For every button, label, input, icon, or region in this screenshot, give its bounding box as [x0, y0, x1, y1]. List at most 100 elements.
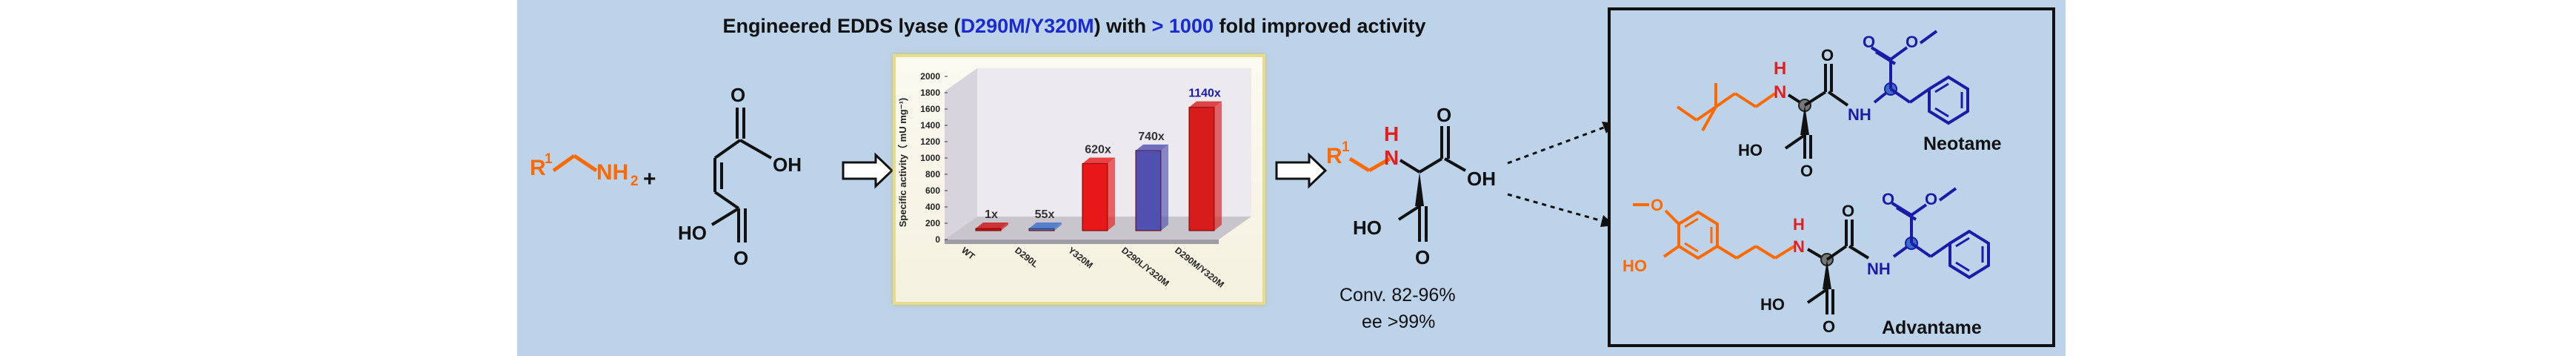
hollow-arrow-icon — [842, 152, 894, 189]
y-tick-label: 0 — [935, 234, 940, 245]
product-bond — [1444, 157, 1466, 172]
bar-side — [1108, 157, 1115, 231]
bar-data-label: 740x — [1138, 131, 1165, 143]
advantame-o: O — [1651, 196, 1663, 214]
neotame-structure: H N O NH O O HO — [1676, 30, 1969, 180]
product-nh-h: H — [1384, 122, 1399, 145]
product-bond — [1399, 159, 1421, 174]
advantame-h: H — [1793, 215, 1805, 234]
neotame-h: H — [1774, 59, 1786, 79]
product-ho: HO — [1353, 217, 1382, 239]
x-category-label: D290M/Y320M — [1173, 245, 1226, 289]
y-tick-label: 400 — [925, 202, 940, 212]
neotame-o2: O — [1863, 33, 1875, 51]
fumarate-o-top: O — [730, 84, 745, 106]
neotame-o3: O — [1906, 33, 1918, 51]
y-tick-label: 600 — [925, 185, 940, 196]
x-category-label: WT — [959, 245, 977, 262]
y-tick-label: 1000 — [920, 153, 940, 163]
headline-middle: ) with — [1094, 15, 1152, 37]
fumarate-oh: OH — [773, 154, 802, 176]
product-r: R — [1326, 144, 1342, 168]
product-r-sup: 1 — [1342, 139, 1350, 155]
advantame-o3: O — [1882, 190, 1894, 208]
amine-r: R — [530, 156, 546, 180]
target-molecules-box: H N O NH O O HO — [1608, 7, 2055, 347]
headline: Engineered EDDS lyase (D290M/Y320M) with… — [719, 15, 1430, 44]
fumarate-bond — [739, 139, 772, 159]
advantame-o5: O — [1823, 317, 1835, 336]
plus-sign: + — [643, 167, 656, 191]
bar-side — [1001, 222, 1008, 231]
y-tick-label: 2000 — [920, 71, 940, 82]
amine-bond-1 — [552, 154, 576, 173]
bar-wt — [975, 228, 1002, 231]
bar-top — [1189, 101, 1222, 108]
headline-suffix: fold improved activity — [1213, 15, 1426, 37]
product-bond — [1418, 157, 1443, 174]
amine-nh: NH — [596, 160, 628, 185]
advantame-o2: O — [1842, 202, 1854, 220]
bar-top — [1029, 222, 1062, 228]
advantame-o4: O — [1925, 190, 1937, 208]
chart-bars: 1x 55x 620x 740x 1140x — [975, 88, 1222, 231]
bar-data-label: 620x — [1085, 144, 1111, 156]
dotted-arrow-to-neotame — [1507, 125, 1608, 165]
chart-side-wall — [945, 68, 977, 240]
fumaric-acid-structure: O OH HO O — [678, 84, 802, 269]
target-structures: H N O NH O O HO — [1623, 30, 2002, 338]
x-category-label: D290L — [1013, 245, 1040, 269]
product-o-bottom: O — [1415, 246, 1430, 268]
advantame-label: Advantame — [1882, 317, 1982, 338]
amine-nh-sub: 2 — [630, 174, 639, 189]
x-category-label: D290L/Y320M — [1119, 245, 1171, 289]
fumarate-ho: HO — [678, 222, 707, 244]
fumarate-bond — [713, 139, 742, 159]
x-category-label: Y320M — [1066, 245, 1095, 270]
product-bond — [1397, 205, 1421, 221]
headline-mutant: D290M/Y320M — [960, 15, 1094, 37]
product-bond — [1348, 156, 1371, 173]
bar-d290m-y320m — [1188, 107, 1215, 231]
advantame-structure: O HO H N O NH O — [1623, 187, 1990, 336]
fumarate-bond — [710, 207, 740, 226]
neotame-ho: HO — [1738, 141, 1763, 159]
neotame-o4: O — [1800, 162, 1813, 180]
hollow-arrow-icon — [1275, 152, 1328, 189]
advantame-ho2: HO — [1760, 295, 1785, 314]
chart-back-wall — [977, 68, 1251, 217]
y-tick-label: 1200 — [920, 136, 940, 147]
advantame-nh: NH — [1867, 260, 1891, 278]
neotame-o: O — [1821, 46, 1834, 65]
advantame-n: N — [1793, 237, 1805, 256]
bar-d290l — [1028, 228, 1055, 231]
bar-data-label: 1x — [985, 208, 998, 221]
product-o-top: O — [1437, 104, 1451, 126]
bar-data-label: 55x — [1035, 208, 1055, 221]
fumarate-bond — [713, 191, 740, 210]
bar-data-label: 1140x — [1188, 88, 1221, 100]
y-tick-label: 1600 — [920, 104, 940, 114]
advantame-ho: HO — [1623, 257, 1647, 275]
headline-prefix: Engineered EDDS lyase ( — [722, 15, 961, 37]
amine-structure: R 1 NH 2 — [530, 151, 639, 189]
dotted-arrow-to-advantame — [1507, 193, 1608, 224]
bar-side — [1161, 144, 1168, 231]
headline-fold: > 1000 — [1151, 15, 1214, 37]
ee-text: ee >99% — [1362, 312, 1436, 332]
chart-ylabel: Specific activity（ mU mg⁻¹) — [897, 98, 908, 227]
y-tick-label: 800 — [925, 169, 940, 179]
y-tick-label: 1800 — [920, 88, 940, 98]
product-oh: OH — [1467, 168, 1496, 190]
product-wedge — [1415, 172, 1424, 206]
bar-top — [1082, 157, 1115, 164]
bar-side — [1214, 101, 1222, 231]
amine-r-sup: 1 — [545, 151, 553, 167]
neotame-label: Neotame — [1923, 134, 2002, 154]
conversion-text: Conv. 82-96% — [1339, 285, 1456, 306]
fumarate-o-bottom: O — [733, 247, 748, 269]
